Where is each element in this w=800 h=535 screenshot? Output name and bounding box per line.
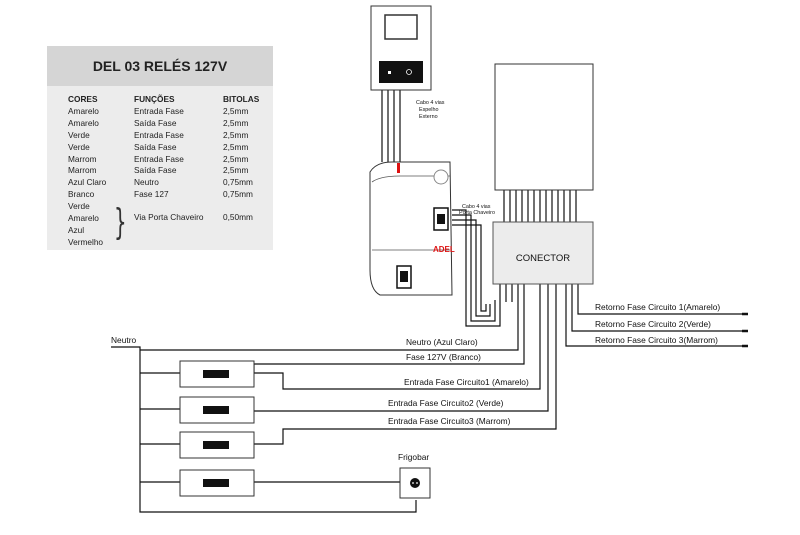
frigobar-label: Frigobar <box>398 452 429 462</box>
connector-box <box>492 221 594 285</box>
wire-bundle <box>503 190 577 222</box>
cor-row: Marrom <box>68 153 97 164</box>
funcao-row: Neutro <box>134 177 159 188</box>
bitola-row: 2,5mm <box>223 141 249 152</box>
fase-127-label: Fase 127V (Branco) <box>406 352 481 362</box>
switch-3-toggle <box>203 441 229 449</box>
switch-4-toggle <box>203 479 229 487</box>
entrada-1-label: Entrada Fase Circuito1 (Amarelo) <box>404 377 529 387</box>
funcao-row: Saída Fase <box>134 165 177 176</box>
spec-col-cores: CORES Amarelo Amarelo Verde Verde Marrom… <box>68 94 106 249</box>
cable-mirror-label-1: Cabo 4 vias <box>416 100 445 106</box>
retorno-3-label: Retorno Fase Circuito 3(Marrom) <box>595 335 718 345</box>
cable-keyholder-label-2: Porta Chaveiro <box>459 210 495 216</box>
entrada-2-label: Entrada Fase Circuito2 (Verde) <box>388 398 504 408</box>
wire-fase-127 <box>253 284 525 373</box>
funcao-row: Entrada Fase <box>134 153 184 164</box>
wire-retorno-3 <box>565 284 742 347</box>
wire-mirror-cable <box>381 90 401 162</box>
cor-row: Branco <box>68 189 95 200</box>
entrada-3-label: Entrada Fase Circuito3 (Marrom) <box>388 416 511 426</box>
bitola-row: 0,75mm <box>223 189 253 200</box>
wire-retorno-1 <box>577 284 742 315</box>
module-sensor-icon <box>433 169 449 185</box>
funcao-row: Saída Fase <box>134 141 177 152</box>
retorno-1-label: Retorno Fase Circuito 1(Amarelo) <box>595 302 720 312</box>
cor-row: Amarelo <box>68 117 99 128</box>
mirror-knob-icon <box>406 69 412 75</box>
switch-group <box>179 360 255 497</box>
mirror-led-icon <box>388 71 391 74</box>
cable-bar <box>494 63 594 191</box>
wire-keyholder-2 <box>452 214 496 322</box>
mirror-window <box>384 14 418 40</box>
wire-entrada-3 <box>254 284 557 445</box>
cor-row: Amarelo <box>68 105 99 116</box>
wire-keyholder-4 <box>452 224 487 312</box>
spec-title: DEL 03 RELÉS 127V <box>47 46 273 86</box>
header-funcoes: FUNÇÕES <box>134 94 175 104</box>
bitola-row: 2,5mm <box>223 117 249 128</box>
cable-keyholder-label-1: Cabo 4 vias <box>462 204 491 210</box>
group-bitola: 0,50mm <box>223 212 253 222</box>
wire-keyholder-3 <box>452 219 491 317</box>
cor-row: Verde <box>68 129 90 140</box>
switch-2-toggle <box>203 406 229 414</box>
module-switch-inner <box>400 271 408 282</box>
wires <box>111 90 742 513</box>
group-color: Amarelo <box>68 213 99 224</box>
mirror-keypad <box>379 61 423 83</box>
group-color: Verde <box>68 201 90 212</box>
bitola-row: 2,5mm <box>223 165 249 176</box>
header-cores: CORES <box>68 94 98 104</box>
wire-neutro-azul <box>140 284 519 351</box>
bitola-row: 2,5mm <box>223 129 249 140</box>
bitola-row: 2,5mm <box>223 153 249 164</box>
cable-mirror-label-2: Espelho <box>419 107 438 113</box>
spec-col-bitolas: BITOLAS 2,5mm 2,5mm 2,5mm 2,5mm 2,5mm 2,… <box>223 94 259 201</box>
relay-module <box>369 161 453 296</box>
bitola-row: 2,5mm <box>223 105 249 116</box>
funcao-row: Entrada Fase <box>134 105 184 116</box>
wire-ends <box>742 312 748 348</box>
wire-keyholder-1 <box>452 209 501 327</box>
cor-row: Verde <box>68 141 90 152</box>
funcao-row: Fase 127 <box>134 189 169 200</box>
group-color: Vermelho <box>68 236 104 247</box>
neutro-label: Neutro <box>111 335 136 345</box>
funcao-row: Saída Fase <box>134 117 177 128</box>
module-top-line <box>371 175 450 183</box>
cor-row: Marrom <box>68 165 97 176</box>
spec-col-funcoes: FUNÇÕES Entrada Fase Saída Fase Entrada … <box>134 94 184 201</box>
wire-neutro-branches <box>140 372 180 483</box>
module-indicator <box>397 163 400 173</box>
group-brace: } <box>114 202 127 243</box>
funcao-row: Entrada Fase <box>134 129 184 140</box>
cor-row: Azul Claro <box>68 177 107 188</box>
header-bitolas: BITOLAS <box>223 94 260 104</box>
neutro-azul-label: Neutro (Azul Claro) <box>406 337 478 347</box>
group-funcao: Via Porta Chaveiro <box>134 212 204 222</box>
retorno-2-label: Retorno Fase Circuito 2(Verde) <box>595 319 711 329</box>
connector-label: CONECTOR <box>516 253 570 264</box>
spec-table: DEL 03 RELÉS 127V CORES Amarelo Amarelo … <box>47 46 273 250</box>
wire-entrada-1 <box>254 284 541 390</box>
cable-mirror-label-3: Externo <box>419 114 438 120</box>
module-brand-label: ADEL <box>433 245 455 254</box>
wire-retorno-2 <box>571 284 742 332</box>
wire-neutro-main <box>111 346 417 513</box>
outlet-icon <box>410 478 420 488</box>
wire-connector-leads-left <box>499 284 513 302</box>
bitola-row: 0,75mm <box>223 177 253 188</box>
switch-1-toggle <box>203 370 229 378</box>
wire-entrada-2 <box>254 284 549 412</box>
keyholder-slot-inner <box>437 214 445 224</box>
group-color: Azul <box>68 224 85 235</box>
